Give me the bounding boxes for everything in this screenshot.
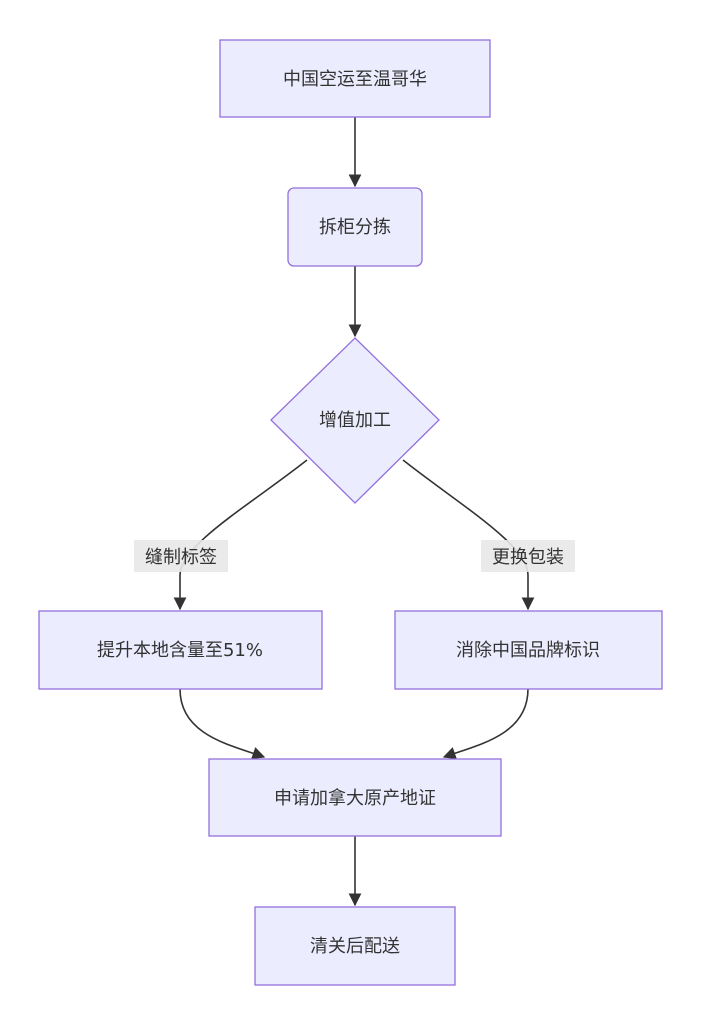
edge-valueadd-to-localcontent (173, 459, 308, 611)
node-local-content-label: 提升本地含量至51% (97, 640, 263, 661)
node-unpack-sort-label: 拆柜分拣 (319, 217, 391, 238)
node-customs-delivery: 清关后配送 (254, 906, 456, 986)
node-customs-delivery-label: 清关后配送 (310, 936, 400, 957)
edge-label-sew-labels-text: 缝制标签 (145, 547, 217, 568)
edge-valueadd-to-removebrand (402, 459, 535, 611)
edge-label-change-packaging: 更换包装 (481, 540, 575, 572)
node-origin-cert-label: 申请加拿大原产地证 (274, 787, 436, 809)
node-unpack-sort: 拆柜分拣 (287, 187, 423, 267)
edge-label-change-packaging-text: 更换包装 (492, 547, 564, 568)
node-origin-cert: 申请加拿大原产地证 (208, 758, 502, 837)
edge-removebrand-to-origincert (442, 688, 529, 760)
edge-localcontent-to-origincert (179, 688, 266, 760)
node-remove-brand-label: 消除中国品牌标识 (456, 640, 600, 661)
node-air-freight: 中国空运至温哥华 (219, 39, 491, 118)
edge-label-sew-labels: 缝制标签 (134, 540, 228, 572)
node-air-freight-label: 中国空运至温哥华 (283, 69, 427, 90)
node-remove-brand: 消除中国品牌标识 (394, 610, 663, 690)
node-local-content: 提升本地含量至51% (38, 610, 323, 690)
node-value-add-decision: 增值加工 (270, 337, 440, 504)
node-value-add-label: 增值加工 (319, 410, 391, 431)
